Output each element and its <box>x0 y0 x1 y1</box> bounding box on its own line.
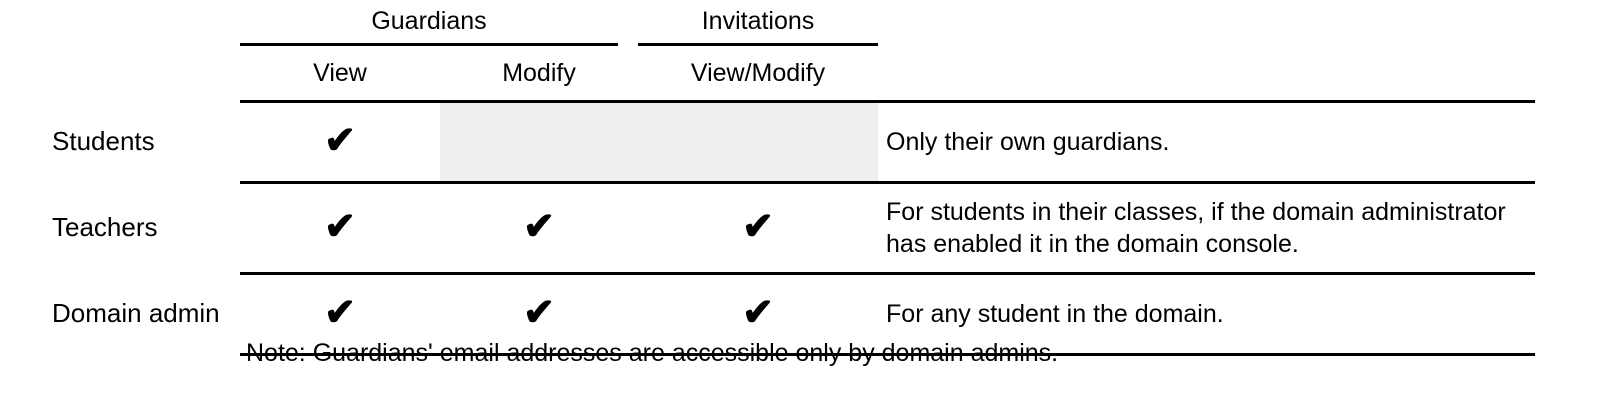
cell-students-guardians-view: ✔ <box>240 103 440 181</box>
group-header-corner-spacer <box>0 0 240 46</box>
check-icon: ✔ <box>742 206 774 248</box>
table-rule-after-students <box>0 181 1600 184</box>
check-icon: ✔ <box>523 206 555 248</box>
check-icon: ✔ <box>523 292 555 334</box>
check-icon: ✔ <box>742 292 774 334</box>
table-row: Teachers ✔ ✔ ✔ For students in their cla… <box>0 184 1600 272</box>
rule-segment-main <box>240 181 1536 184</box>
row-label-teachers: Teachers <box>52 212 158 243</box>
table-rule-bottom <box>0 353 1600 356</box>
guardian-permissions-table: Guardians Invitations View Modify View/M… <box>0 0 1600 356</box>
rule-segment-main <box>240 353 1536 356</box>
table-row: Students ✔ Only their own guardians. <box>0 103 1600 181</box>
table-row: Domain admin ✔ ✔ ✔ For any student in th… <box>0 275 1600 353</box>
column-header-guardians-modify: Modify <box>502 58 576 87</box>
group-header-guardians-label: Guardians <box>240 9 619 46</box>
cell-students-notes: Only their own guardians. <box>886 128 1170 156</box>
cell-domain-admin-invitations-viewmodify: ✔ <box>638 275 878 353</box>
column-header-invitations-viewmodify: View/Modify <box>690 58 826 87</box>
cell-teachers-guardians-view: ✔ <box>240 184 440 272</box>
row-label-domain-admin: Domain admin <box>52 298 220 329</box>
group-header-row: Guardians Invitations <box>0 0 1600 46</box>
cell-teachers-guardians-modify: ✔ <box>440 184 638 272</box>
column-header-guardians-view: View <box>313 58 367 87</box>
cell-teachers-notes: For students in their classes, if the do… <box>886 198 1506 258</box>
group-header-notes-spacer <box>878 0 1535 46</box>
cell-students-invitations-viewmodify <box>638 103 879 181</box>
table-rule-after-teachers <box>0 272 1600 275</box>
column-header-row: View Modify View/Modify <box>0 46 1600 100</box>
table-rule-top <box>0 100 1600 103</box>
group-header-guardians-cell: Guardians <box>240 0 638 46</box>
cell-domain-admin-guardians-modify: ✔ <box>440 275 638 353</box>
cell-students-right-pad <box>1535 103 1600 181</box>
group-header-guardians-gap <box>618 9 638 46</box>
cell-students-guardians-modify <box>440 103 639 181</box>
cell-domain-admin-right-pad <box>1535 275 1600 353</box>
group-header-invitations-cell: Invitations <box>638 0 879 46</box>
check-icon: ✔ <box>324 120 356 162</box>
rule-segment-right-pad <box>1535 353 1600 356</box>
cell-domain-admin-guardians-view: ✔ <box>240 275 440 353</box>
group-header-right-pad <box>1535 0 1600 46</box>
cell-domain-admin-notes: For any student in the domain. <box>886 300 1224 328</box>
rule-segment-main <box>240 100 1536 103</box>
group-header-invitations-label: Invitations <box>638 9 879 46</box>
check-icon: ✔ <box>324 292 356 334</box>
table-footnote: Note: Guardians' email addresses are acc… <box>246 339 1059 367</box>
column-header-right-pad <box>1535 46 1600 100</box>
rule-segment-label-col <box>0 353 240 356</box>
column-header-rowlabel <box>0 46 240 100</box>
rule-segment-main <box>240 272 1536 275</box>
check-icon: ✔ <box>324 206 356 248</box>
cell-teachers-invitations-viewmodify: ✔ <box>638 184 878 272</box>
cell-teachers-right-pad <box>1535 184 1600 272</box>
column-header-notes <box>878 46 1535 100</box>
row-label-students: Students <box>52 126 155 157</box>
